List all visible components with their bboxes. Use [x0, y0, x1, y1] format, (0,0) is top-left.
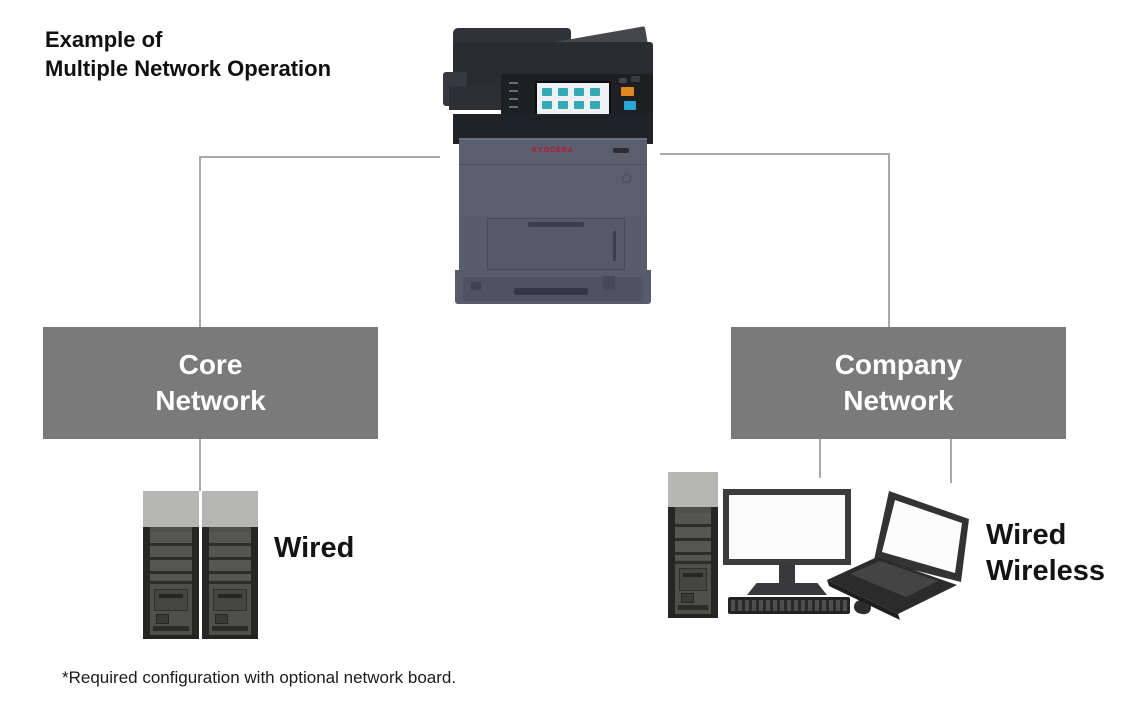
keyboard-icon: [728, 597, 850, 614]
server-divider: [150, 581, 192, 585]
server-panel: [154, 588, 188, 612]
printer-home-button: [631, 76, 640, 82]
server-rail: [143, 526, 150, 635]
printer-cassette-detail-left: [471, 282, 481, 290]
company-network-label-line-1: Company: [834, 349, 963, 380]
page-title: Example of Multiple Network Operation: [45, 25, 331, 83]
laptop-screen: [882, 500, 962, 573]
server-power-button: [215, 613, 228, 624]
wired-label: Wired: [274, 532, 355, 564]
tower-base: [668, 614, 718, 618]
connector-company-desktop: [819, 439, 821, 478]
server-panel: [213, 588, 247, 612]
monitor-stand-neck: [779, 565, 795, 583]
printer-stop-button: [621, 87, 634, 96]
server-rail: [202, 526, 209, 635]
server-power-button: [156, 613, 169, 624]
printer-body: KYOCERA: [459, 138, 647, 220]
printer-body-slot: [613, 148, 629, 153]
desktop-tower-icon: [668, 472, 718, 618]
server-rail: [251, 526, 258, 635]
server-divider: [209, 581, 251, 585]
page-title-line-2: Multiple Network Operation: [45, 56, 332, 81]
server-base: [143, 635, 199, 639]
tower-panel: [679, 568, 707, 591]
tower-cap: [668, 472, 718, 508]
footnote: *Required configuration with optional ne…: [62, 668, 457, 687]
server-rail: [192, 526, 199, 635]
server-cap: [202, 491, 258, 527]
server-vent: [153, 625, 189, 631]
touchscreen-app-icon: [542, 88, 552, 96]
connector-printer-company-vertical: [888, 153, 890, 327]
touchscreen-app-icon: [590, 88, 600, 96]
monitor-icon: [723, 489, 851, 565]
printer-cassette-handle: [514, 288, 588, 295]
wired-wireless-label: Wired Wireless: [986, 517, 1105, 589]
server-tower-icon: [143, 491, 199, 639]
wired-wireless-line-2: Wireless: [986, 555, 1106, 587]
printer-start-button: [624, 101, 636, 110]
connector-printer-core-horizontal: [199, 156, 440, 158]
core-network-label-line-2: Network: [155, 385, 266, 416]
printer-lock-icon: [622, 174, 631, 183]
tower-rail: [711, 507, 718, 614]
laptop-keyboard: [850, 561, 938, 597]
laptop-base: [827, 557, 957, 614]
laptop-front-edge: [827, 580, 900, 620]
core-network-box: Core Network: [43, 327, 378, 439]
core-network-label-line-1: Core: [178, 349, 243, 380]
page-title-line-1: Example of: [45, 27, 163, 52]
touchscreen-icons: [542, 88, 600, 109]
company-network-label-line-2: Network: [843, 385, 954, 416]
tower-drive-bays: [675, 512, 711, 560]
server-drive-bays: [150, 532, 192, 580]
connector-core-servers: [199, 439, 201, 491]
touchscreen-app-icon: [542, 101, 552, 109]
printer-tray-handle: [528, 222, 584, 227]
server-drive-bays: [209, 532, 251, 580]
tower-rail: [668, 507, 675, 614]
printer-panel-glyphs: [509, 82, 518, 112]
laptop-icon: [827, 491, 969, 620]
tower-vent: [678, 604, 708, 610]
touchscreen-app-icon: [558, 101, 568, 109]
server-vent: [212, 625, 248, 631]
connector-printer-company-horizontal: [660, 153, 890, 155]
tower-divider: [675, 561, 711, 565]
printer-cassette-detail-right: [603, 276, 615, 290]
printer-tray-slot: [613, 231, 616, 261]
connector-company-laptop: [950, 439, 952, 483]
server-tower-icon: [202, 491, 258, 639]
tower-power-button: [681, 593, 694, 604]
printer-icon: KYOCERA: [443, 12, 659, 304]
printer-paper-tray-door: [487, 218, 625, 270]
wired-wireless-line-1: Wired: [986, 519, 1067, 551]
connector-printer-core-vertical: [199, 156, 201, 327]
touchscreen-app-icon: [574, 101, 584, 109]
printer-touchscreen: [535, 81, 611, 117]
touchscreen-app-icon: [558, 88, 568, 96]
touchscreen-app-icon: [590, 101, 600, 109]
printer-brand-logo: KYOCERA: [531, 147, 574, 154]
monitor-stand-base: [747, 583, 827, 595]
touchscreen-app-icon: [574, 88, 584, 96]
printer-power-button: [619, 78, 627, 83]
company-network-box: Company Network: [731, 327, 1066, 439]
server-base: [202, 635, 258, 639]
server-cap: [143, 491, 199, 527]
printer-body-seam: [459, 164, 647, 165]
